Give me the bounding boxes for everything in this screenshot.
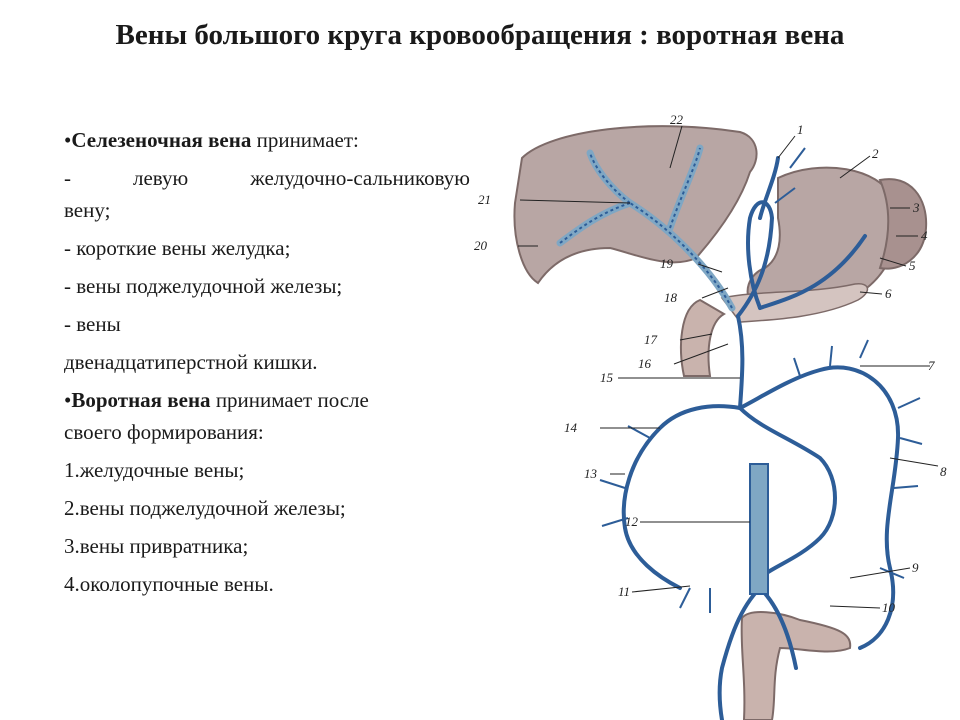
figure-label: 2 (872, 146, 879, 161)
figure-label: 12 (625, 514, 639, 529)
portal-item: 1.желудочные вены; (64, 458, 245, 482)
figure-label: 22 (670, 112, 684, 127)
figure-label: 1 (797, 122, 804, 137)
splenic-vein-rest: принимает: (251, 128, 359, 152)
figure-label: 16 (638, 356, 652, 371)
figure-label: 7 (928, 358, 935, 373)
label-leaders (518, 125, 939, 609)
spleen-shape (878, 178, 928, 270)
figure-label: 17 (644, 332, 658, 347)
figure-label: 15 (600, 370, 614, 385)
figure-label: 21 (478, 192, 491, 207)
portal-vein-heading: •Воротная вена принимает после (64, 388, 369, 412)
figure-label: 20 (474, 238, 488, 253)
portal-item: 3.вены привратника; (64, 534, 249, 558)
splenic-vein-bold: Селезеночная вена (71, 128, 252, 152)
text-column: •Селезеночная вена принимает: - левую же… (64, 124, 470, 600)
splenic-item: двенадцатиперстной кишки. (64, 350, 318, 374)
figure-label: 4 (921, 228, 928, 243)
anatomy-svg: 1 2 3 4 5 6 7 8 9 10 11 12 13 14 15 16 1… (474, 112, 947, 720)
figure-label: 6 (885, 286, 892, 301)
portal-vein-bold: Воротная вена (71, 388, 211, 412)
figure-labels: 1 2 3 4 5 6 7 8 9 10 11 12 13 14 15 16 1… (474, 112, 947, 615)
duodenum-shape (680, 298, 726, 377)
splenic-item: - вены поджелудочной железы; (64, 274, 343, 298)
portal-item: 2.вены поджелудочной железы; (64, 496, 346, 520)
figure-label: 8 (940, 464, 947, 479)
pancreas-shape (720, 283, 869, 323)
liver-vein-dots (559, 147, 733, 309)
figure-label: 14 (564, 420, 578, 435)
vena-cava (749, 463, 769, 595)
portal-line: своего формирования: (64, 420, 264, 444)
colon-shape (740, 611, 852, 720)
figure-label: 13 (584, 466, 598, 481)
portal-vein-illustration: 1 2 3 4 5 6 7 8 9 10 11 12 13 14 15 16 1… (460, 108, 960, 720)
figure-label: 19 (660, 256, 674, 271)
portal-vein-rest: принимает после (210, 388, 369, 412)
portal-item: 4.околопупочные вены. (64, 572, 274, 596)
figure-label: 18 (664, 290, 678, 305)
splenic-item: - вены (64, 312, 121, 336)
figure-label: 5 (909, 258, 916, 273)
figure-label: 9 (912, 560, 919, 575)
slide-title: Вены большого круга кровообращения : вор… (115, 19, 845, 51)
splenic-vein-heading: •Селезеночная вена принимает: (64, 128, 359, 152)
figure-label: 3 (912, 200, 920, 215)
splenic-item: вену; (64, 198, 111, 222)
figure-label: 11 (618, 584, 630, 599)
splenic-item: - левую желудочно-сальниковую (64, 166, 470, 190)
figure-label: 10 (882, 600, 896, 615)
splenic-item: - короткие вены желудка; (64, 236, 291, 260)
small-vein-branches (599, 147, 923, 613)
